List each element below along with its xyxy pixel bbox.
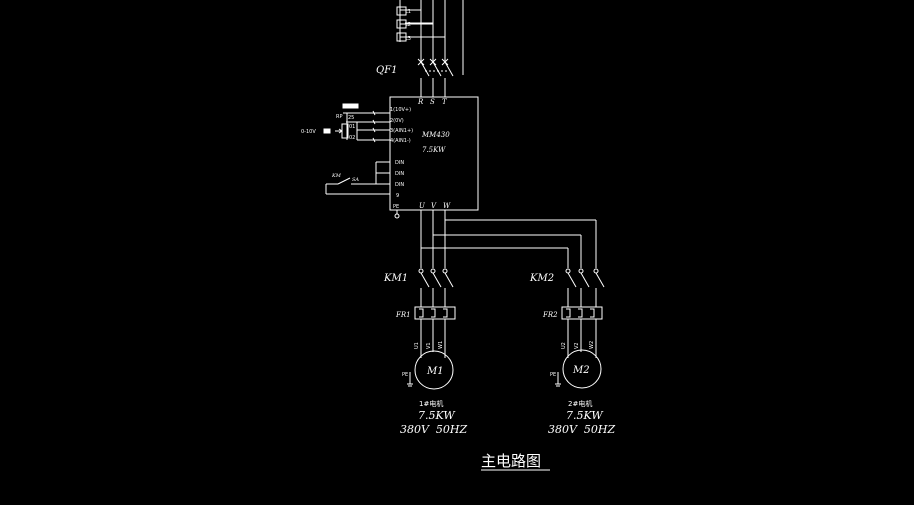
- inverter-input-terminal: 4(AIN1-): [390, 138, 411, 144]
- inverter-power: 7.5KW: [422, 146, 446, 154]
- branch-1-contactor: KM1: [383, 273, 408, 284]
- inverter-input-terminal: 3(AIN1+): [390, 128, 413, 134]
- supply-terminal-label: L1: [405, 9, 411, 15]
- branch-1-overload: FR1: [395, 311, 411, 319]
- output-terminal-label: U: [419, 202, 426, 210]
- output-terminal-label: W: [443, 202, 451, 210]
- branch-2-motor-name: 2#电机: [568, 399, 592, 408]
- breaker-label: QF1: [376, 65, 398, 76]
- branch-2-motor-label: M2: [572, 365, 590, 376]
- branch-1-motor-terminal: V1: [426, 342, 432, 349]
- inverter-control-terminal: DIN: [395, 171, 404, 177]
- inverter-control-terminal: 9: [396, 193, 399, 199]
- branch-2-contactor: KM2: [529, 273, 554, 284]
- branch-1-motor-power: 7.5KW: [418, 409, 456, 422]
- breaker-qf1-symbol: [417, 58, 454, 97]
- branch-2-motor-terminal: U2: [561, 342, 567, 349]
- output-bus: [420, 210, 597, 268]
- start-switch-label: SA: [352, 177, 359, 183]
- branch-1-motor-label: M1: [426, 366, 444, 377]
- input-terminal-label: S: [430, 98, 435, 106]
- input-terminal-label: T: [442, 98, 448, 106]
- diagram-title: 主电路图: [481, 452, 541, 470]
- branch-1-motor-name: 1#电机: [419, 399, 443, 408]
- signal-wire-number: 25: [348, 115, 354, 121]
- start-switch-label: KM: [331, 173, 342, 179]
- branch-1-wiring: [407, 268, 456, 390]
- inverter-control-terminal: PE: [393, 204, 399, 210]
- branch-1-motor-rating: 380V 50HZ: [400, 423, 468, 436]
- supply-terminal-blocks: [396, 6, 407, 42]
- start-switch-wiring: [325, 161, 400, 219]
- signal-wire-number: 01: [349, 124, 355, 130]
- inverter-input-terminal: 2(0V): [390, 118, 404, 124]
- branch-2-wiring: [555, 268, 605, 389]
- inverter-box: [389, 96, 479, 211]
- inverter-model: MM430: [421, 131, 450, 139]
- branch-2-motor-power: 7.5KW: [566, 409, 604, 422]
- speed-signal-label: 0-10V: [301, 129, 316, 135]
- inverter-control-terminal: DIN: [395, 182, 404, 188]
- branch-2-motor-terminal: V2: [574, 342, 580, 349]
- supply-terminal-label: L3: [405, 36, 411, 42]
- branch-2-earth-label: PE: [550, 372, 556, 378]
- inverter-control-terminal: DIN: [395, 160, 404, 166]
- inverter-input-terminal: 1(10V+): [390, 107, 411, 113]
- branch-2-motor-terminal: W2: [589, 341, 595, 349]
- potentiometer-label: RP: [336, 114, 343, 120]
- speed-signal-wiring: [323, 103, 390, 143]
- supply-terminal-label: L2: [405, 22, 411, 28]
- input-terminal-label: R: [417, 98, 424, 106]
- branch-1-motor-terminal: W1: [438, 341, 444, 349]
- branch-2-motor-rating: 380V 50HZ: [548, 423, 616, 436]
- branch-1-earth-label: PE: [402, 372, 408, 378]
- signal-wire-number: 02: [349, 135, 355, 141]
- output-terminal-label: V: [431, 202, 437, 210]
- branch-1-motor-terminal: U1: [414, 342, 420, 349]
- branch-2-overload: FR2: [542, 311, 558, 319]
